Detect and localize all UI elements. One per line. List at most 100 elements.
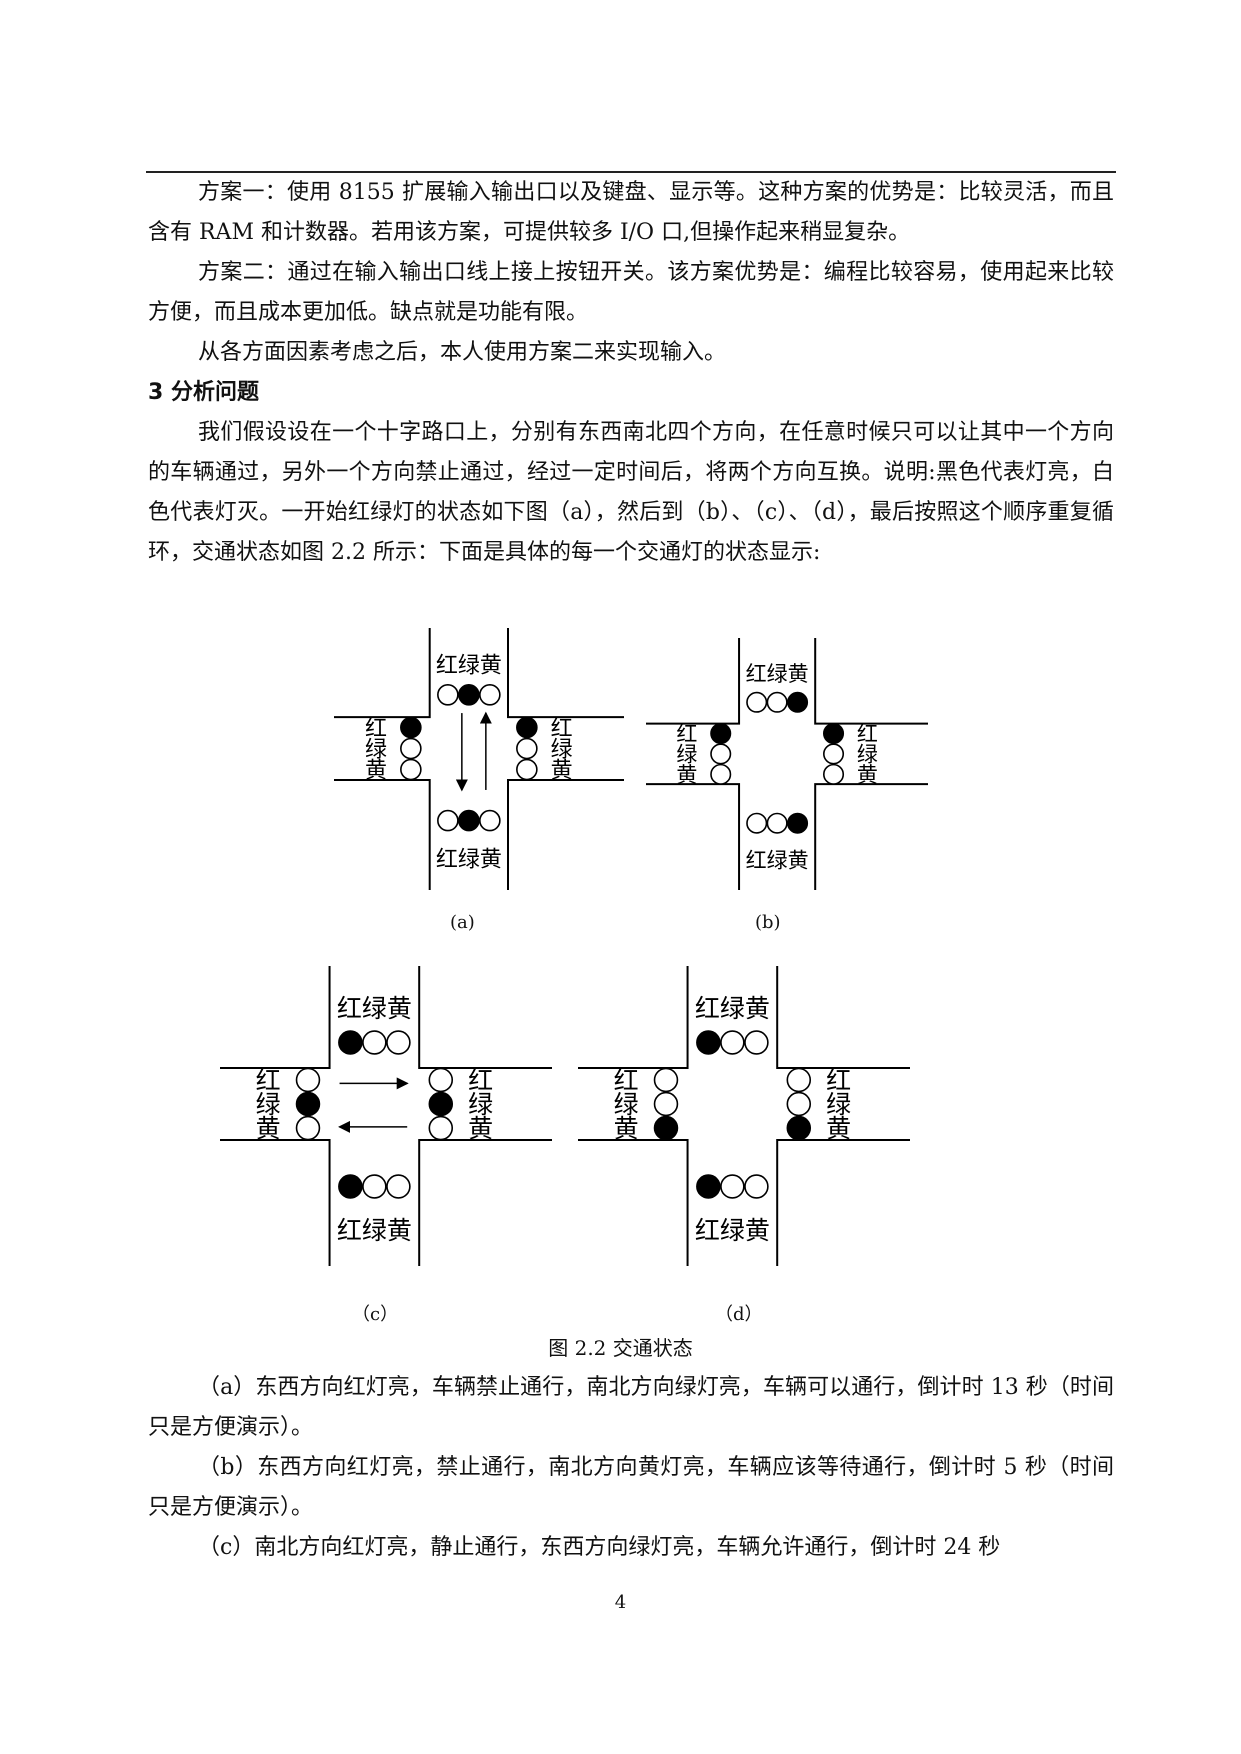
south-red-lamp — [696, 1174, 721, 1199]
intersection-diagram: 红绿黄红绿黄红红绿绿黄黄 — [334, 628, 624, 890]
west-label-char: 绿 — [365, 737, 387, 762]
road-edge — [776, 966, 910, 1069]
west-red-lamp — [653, 1067, 679, 1093]
west-label-char: 黄 — [365, 758, 387, 783]
road-edge — [814, 783, 928, 890]
east-red-lamp — [823, 722, 845, 745]
figure-a-label: (a) — [450, 912, 475, 933]
road-edge — [776, 1139, 910, 1266]
west-yellow-lamp — [653, 1115, 679, 1141]
figure-d-label: （d） — [715, 1304, 763, 1325]
header-rule — [146, 171, 1116, 173]
west-label-char: 黄 — [614, 1114, 639, 1143]
south-green-lamp — [458, 809, 480, 832]
east-red-lamp — [428, 1067, 454, 1093]
page-number: 4 — [614, 1592, 627, 1613]
east-label-char: 红 — [468, 1066, 493, 1095]
south-yellow-lamp — [386, 1174, 411, 1199]
intersection-diagram: 红绿黄红绿黄红红绿绿黄黄 — [220, 966, 552, 1266]
paragraph-plan-one: 方案一：使用 8155 扩展输入输出口以及键盘、显示等。这种方案的优势是：比较灵… — [148, 180, 1114, 245]
road-edge — [646, 638, 741, 725]
paragraph-state-b: （b）东西方向红灯亮，禁止通行，南北方向黄灯亮，车辆应该等待通行，倒计时 5 秒… — [148, 1455, 1114, 1520]
figure-c: 红绿黄红绿黄红红绿绿黄黄 — [220, 966, 552, 1266]
road-edge — [334, 778, 431, 890]
figure-caption: 图 2.2 交通状态 — [548, 1336, 693, 1360]
west-label-char: 绿 — [614, 1090, 639, 1119]
paragraph-plan-two: 方案二：通过在输入输出口线上接上按钮开关。该方案优势是：编程比较容易，使用起来比… — [148, 260, 1114, 325]
west-green-lamp — [710, 743, 732, 765]
paragraph-problem: 我们假设设在一个十字路口上，分别有东西南北四个方向，在任意时候只可以让其中一个方… — [148, 420, 1114, 565]
paragraph-state-a: （a）东西方向红灯亮，车辆禁止通行，南北方向绿灯亮，车辆可以通行，倒计时 13 … — [148, 1375, 1114, 1440]
intersection-diagram: 红绿黄红绿黄红红绿绿黄黄 — [578, 966, 910, 1266]
west-red-lamp — [710, 722, 732, 745]
east-green-lamp — [516, 737, 538, 760]
west-green-lamp — [400, 737, 422, 760]
road-edge — [220, 966, 331, 1069]
road-edge — [578, 966, 689, 1069]
north-label: 红绿黄 — [746, 662, 809, 686]
road-edge — [418, 966, 552, 1069]
south-red-lamp — [338, 1174, 363, 1199]
west-label-char: 红 — [676, 722, 697, 746]
west-green-lamp — [653, 1091, 679, 1117]
north-red-lamp — [746, 691, 768, 713]
south-label: 红绿黄 — [436, 847, 502, 872]
north-green-lamp — [766, 691, 788, 713]
east-label-char: 红 — [857, 722, 878, 746]
intersection-diagram: 红绿黄红绿黄红红绿绿黄黄 — [646, 638, 928, 890]
west-red-lamp — [400, 716, 422, 739]
east-label-char: 红 — [826, 1066, 851, 1095]
road-edge — [220, 1139, 331, 1266]
west-label-char: 绿 — [676, 742, 697, 766]
west-yellow-lamp — [295, 1115, 321, 1141]
road-edge — [507, 778, 624, 890]
east-red-lamp — [516, 716, 538, 739]
east-red-lamp — [786, 1067, 812, 1093]
north-label: 红绿黄 — [436, 654, 502, 679]
north-yellow-lamp — [479, 684, 501, 706]
west-label-char: 黄 — [676, 763, 697, 787]
north-green-lamp — [362, 1030, 387, 1055]
road-edge — [578, 1139, 689, 1266]
road-edge — [334, 628, 431, 719]
section-heading: 3 分析问题 — [148, 380, 259, 405]
south-red-lamp — [437, 809, 459, 832]
figure-b: 红绿黄红绿黄红红绿绿黄黄 — [646, 638, 928, 890]
south-label: 红绿黄 — [337, 1216, 412, 1245]
road-edge — [646, 783, 741, 890]
south-yellow-lamp — [787, 812, 809, 834]
west-label-char: 红 — [614, 1066, 639, 1095]
paragraph-plan-choice: 从各方面因素考虑之后，本人使用方案二来实现输入。 — [198, 340, 727, 365]
north-red-lamp — [338, 1030, 363, 1055]
east-label-char: 黄 — [468, 1114, 493, 1143]
south-green-lamp — [362, 1174, 387, 1199]
west-label-char: 红 — [256, 1066, 281, 1095]
south-label: 红绿黄 — [695, 1216, 770, 1245]
road-edge — [418, 1139, 552, 1266]
north-red-lamp — [437, 684, 459, 706]
west-label-char: 红 — [365, 716, 387, 741]
north-yellow-lamp — [744, 1030, 769, 1055]
north-green-lamp — [458, 684, 480, 706]
north-label: 红绿黄 — [337, 994, 412, 1023]
figure-d: 红绿黄红绿黄红红绿绿黄黄 — [578, 966, 910, 1266]
east-label-char: 绿 — [826, 1090, 851, 1119]
south-green-lamp — [766, 812, 788, 834]
west-label-char: 绿 — [256, 1090, 281, 1119]
south-yellow-lamp — [479, 809, 501, 832]
west-yellow-lamp — [710, 763, 732, 785]
east-yellow-lamp — [786, 1115, 812, 1141]
figure-a: 红绿黄红绿黄红红绿绿黄黄 — [334, 628, 624, 890]
east-label-char: 黄 — [826, 1114, 851, 1143]
figure-c-label: （c） — [352, 1304, 399, 1325]
north-green-lamp — [720, 1030, 745, 1055]
paragraph-state-c: （c）南北方向红灯亮，静止通行，东西方向绿灯亮，车辆允许通行，倒计时 24 秒 — [198, 1535, 1001, 1560]
road-edge — [814, 638, 928, 725]
west-label-char: 黄 — [256, 1114, 281, 1143]
north-yellow-lamp — [386, 1030, 411, 1055]
east-label-char: 绿 — [857, 742, 878, 766]
east-yellow-lamp — [428, 1115, 454, 1141]
west-red-lamp — [295, 1067, 321, 1093]
east-label-char: 绿 — [468, 1090, 493, 1119]
figure-b-label: (b) — [755, 912, 781, 933]
